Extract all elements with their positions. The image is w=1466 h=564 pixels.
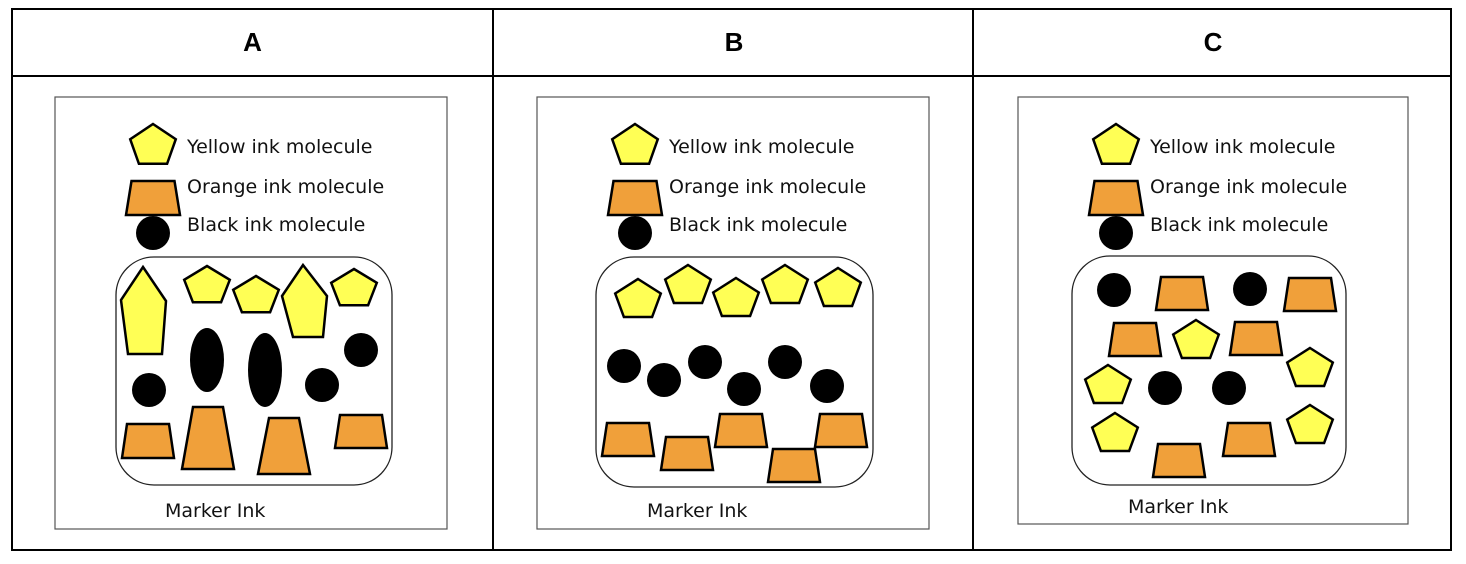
column-header-c: C bbox=[974, 10, 1452, 77]
legend-orange-icon bbox=[606, 179, 664, 217]
orange-ink-molecule bbox=[813, 412, 869, 449]
diagram-frame bbox=[1017, 96, 1409, 525]
legend-black-icon bbox=[1099, 216, 1133, 250]
ink-container bbox=[1071, 255, 1347, 486]
orange-ink-molecule bbox=[1154, 275, 1210, 312]
orange-ink-molecule bbox=[1221, 421, 1277, 458]
black-ink-molecule bbox=[727, 372, 761, 406]
black-ink-molecule bbox=[647, 363, 681, 397]
orange-ink-molecule bbox=[600, 421, 656, 458]
black-ink-molecule bbox=[190, 328, 224, 392]
orange-ink-molecule bbox=[256, 416, 312, 476]
yellow-ink-molecule bbox=[329, 267, 379, 307]
black-ink-molecule bbox=[248, 333, 282, 407]
orange-ink-molecule bbox=[120, 422, 176, 460]
yellow-ink-molecule bbox=[231, 274, 281, 314]
legend-black-label: Black ink molecule bbox=[187, 214, 365, 236]
black-ink-molecule bbox=[607, 349, 641, 383]
panel-caption: Marker Ink bbox=[1128, 496, 1228, 518]
yellow-ink-molecule bbox=[711, 276, 761, 318]
black-ink-molecule bbox=[305, 368, 339, 402]
yellow-ink-molecule bbox=[119, 264, 168, 356]
orange-ink-molecule bbox=[1107, 321, 1163, 358]
black-ink-molecule bbox=[1233, 272, 1267, 306]
orange-ink-molecule bbox=[1282, 276, 1338, 313]
orange-ink-molecule bbox=[333, 413, 389, 450]
legend-yellow-label: Yellow ink molecule bbox=[1149, 136, 1335, 158]
ink-container bbox=[595, 256, 874, 488]
yellow-ink-molecule bbox=[1171, 318, 1221, 360]
legend-black-label: Black ink molecule bbox=[1150, 214, 1328, 236]
black-ink-molecule bbox=[1212, 371, 1246, 405]
yellow-ink-molecule bbox=[813, 266, 863, 308]
orange-ink-molecule bbox=[713, 412, 769, 449]
orange-ink-molecule bbox=[1228, 320, 1284, 357]
panel-caption: Marker Ink bbox=[165, 500, 265, 522]
yellow-ink-molecule bbox=[1285, 403, 1335, 445]
column-header-a: A bbox=[13, 10, 492, 77]
yellow-ink-molecule bbox=[280, 262, 329, 339]
yellow-ink-molecule bbox=[1090, 411, 1140, 453]
black-ink-molecule bbox=[344, 333, 378, 367]
legend-orange-icon bbox=[1087, 179, 1145, 217]
orange-ink-molecule bbox=[766, 447, 822, 484]
legend-orange-label: Orange ink molecule bbox=[187, 176, 384, 198]
legend-black-label: Black ink molecule bbox=[669, 214, 847, 236]
yellow-ink-molecule bbox=[182, 264, 232, 304]
legend-yellow-icon bbox=[1091, 122, 1141, 166]
black-ink-molecule bbox=[1097, 273, 1131, 307]
yellow-ink-molecule bbox=[1285, 346, 1335, 388]
black-ink-molecule bbox=[810, 369, 844, 403]
legend-black-icon bbox=[136, 216, 170, 250]
legend-orange-label: Orange ink molecule bbox=[669, 176, 866, 198]
yellow-ink-molecule bbox=[613, 277, 663, 319]
black-ink-molecule bbox=[768, 345, 802, 379]
black-ink-molecule bbox=[132, 373, 166, 407]
legend-yellow-icon bbox=[128, 122, 178, 166]
legend-yellow-label: Yellow ink molecule bbox=[668, 136, 854, 158]
black-ink-molecule bbox=[688, 345, 722, 379]
legend-yellow-icon bbox=[610, 122, 660, 166]
black-ink-molecule bbox=[1148, 371, 1182, 405]
yellow-ink-molecule bbox=[1083, 363, 1133, 405]
orange-ink-molecule bbox=[1151, 442, 1207, 479]
orange-ink-molecule bbox=[659, 435, 715, 472]
legend-yellow-label: Yellow ink molecule bbox=[186, 136, 372, 158]
legend-orange-icon bbox=[124, 179, 182, 217]
yellow-ink-molecule bbox=[760, 263, 810, 305]
panel-caption: Marker Ink bbox=[647, 500, 747, 522]
yellow-ink-molecule bbox=[663, 263, 713, 305]
legend-black-icon bbox=[618, 216, 652, 250]
ink-container bbox=[115, 256, 393, 486]
orange-ink-molecule bbox=[180, 405, 236, 471]
legend-orange-label: Orange ink molecule bbox=[1150, 176, 1347, 198]
column-header-b: B bbox=[494, 10, 974, 77]
